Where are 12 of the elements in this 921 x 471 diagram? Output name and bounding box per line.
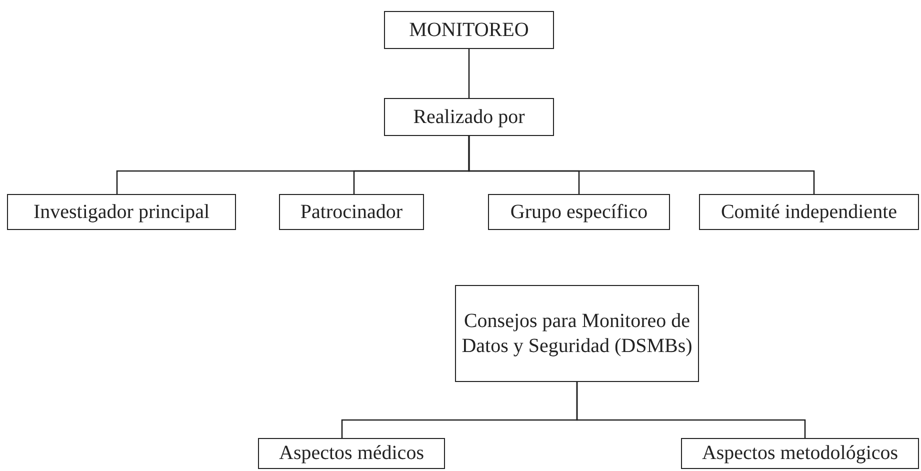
connector-line: [468, 49, 470, 98]
org-box: Consejos para Monitoreo de Datos y Seguridad (DSMBs): [455, 285, 699, 382]
org-box: Patrocinador: [279, 194, 424, 230]
org-box: Aspectos metodológicos: [681, 438, 919, 469]
org-box: Investigador principal: [7, 194, 236, 230]
org-box: Aspectos médicos: [258, 438, 445, 469]
org-box: MONITOREO: [384, 11, 554, 49]
org-box: Realizado por: [384, 98, 554, 136]
org-box: Comité independiente: [699, 194, 919, 230]
connector-line: [468, 136, 815, 194]
org-box: Grupo específico: [488, 194, 670, 230]
connector-line: [576, 382, 806, 438]
